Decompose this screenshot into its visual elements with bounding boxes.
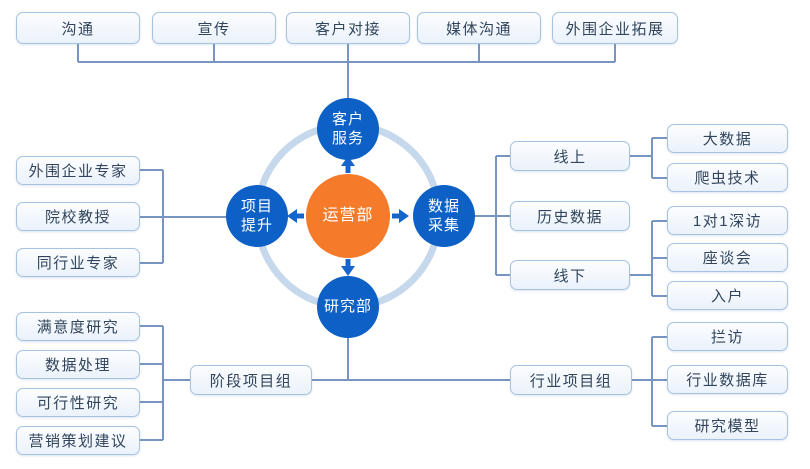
- node-college-professors: 院校教授: [16, 202, 140, 231]
- node-stage-project-group: 阶段项目组: [190, 365, 312, 395]
- node-media-communication: 媒体沟通: [417, 12, 541, 44]
- node-big-data: 大数据: [667, 124, 788, 153]
- arrow-up-icon: [341, 156, 355, 173]
- arrow-down-icon: [341, 259, 355, 276]
- arrow-right-icon: [392, 209, 409, 223]
- node-project-improvement: 项目 提升: [226, 185, 288, 247]
- node-client-docking: 客户对接: [286, 12, 410, 44]
- node-research-dept: 研究部: [317, 276, 379, 338]
- node-peripheral-expansion: 外围企业拓展: [552, 12, 678, 44]
- node-industry-database: 行业数据库: [667, 365, 788, 394]
- node-promotion: 宣传: [152, 12, 276, 44]
- node-focus-group: 座谈会: [667, 243, 788, 272]
- bottom-middle-connector: [312, 336, 510, 381]
- node-industry-experts: 同行业专家: [16, 248, 140, 277]
- node-peripheral-experts: 外围企业专家: [16, 156, 140, 185]
- node-industry-project-group: 行业项目组: [510, 365, 632, 395]
- node-customer-service: 客户 服务: [317, 98, 379, 160]
- node-satisfaction-research: 满意度研究: [16, 312, 140, 341]
- node-data-collection: 数据 采集: [413, 185, 475, 247]
- stage-group-connector: [140, 325, 190, 441]
- offline-children-connector: [630, 220, 667, 297]
- node-historical-data: 历史数据: [510, 201, 630, 231]
- data-collection-connector: [474, 155, 510, 276]
- node-offline: 线下: [510, 260, 630, 290]
- left-experts-connector: [140, 169, 230, 264]
- top-row-connector: [77, 44, 616, 99]
- node-communication: 沟通: [16, 12, 140, 44]
- node-one-on-one-interview: 1对1深访: [667, 206, 788, 235]
- node-crawler-tech: 爬虫技术: [667, 163, 788, 192]
- node-feasibility-research: 可行性研究: [16, 388, 140, 417]
- node-research-model: 研究模型: [667, 411, 788, 440]
- industry-children-connector: [632, 336, 667, 427]
- node-household-visit: 入户: [667, 281, 788, 310]
- arrow-left-icon: [287, 209, 304, 223]
- node-intercept-interview: 拦访: [667, 322, 788, 351]
- hub-operations-dept: 运营部: [306, 174, 390, 258]
- node-marketing-plan-advice: 营销策划建议: [16, 426, 140, 455]
- node-data-processing: 数据处理: [16, 350, 140, 379]
- online-children-connector: [630, 137, 667, 179]
- node-online: 线上: [510, 141, 630, 171]
